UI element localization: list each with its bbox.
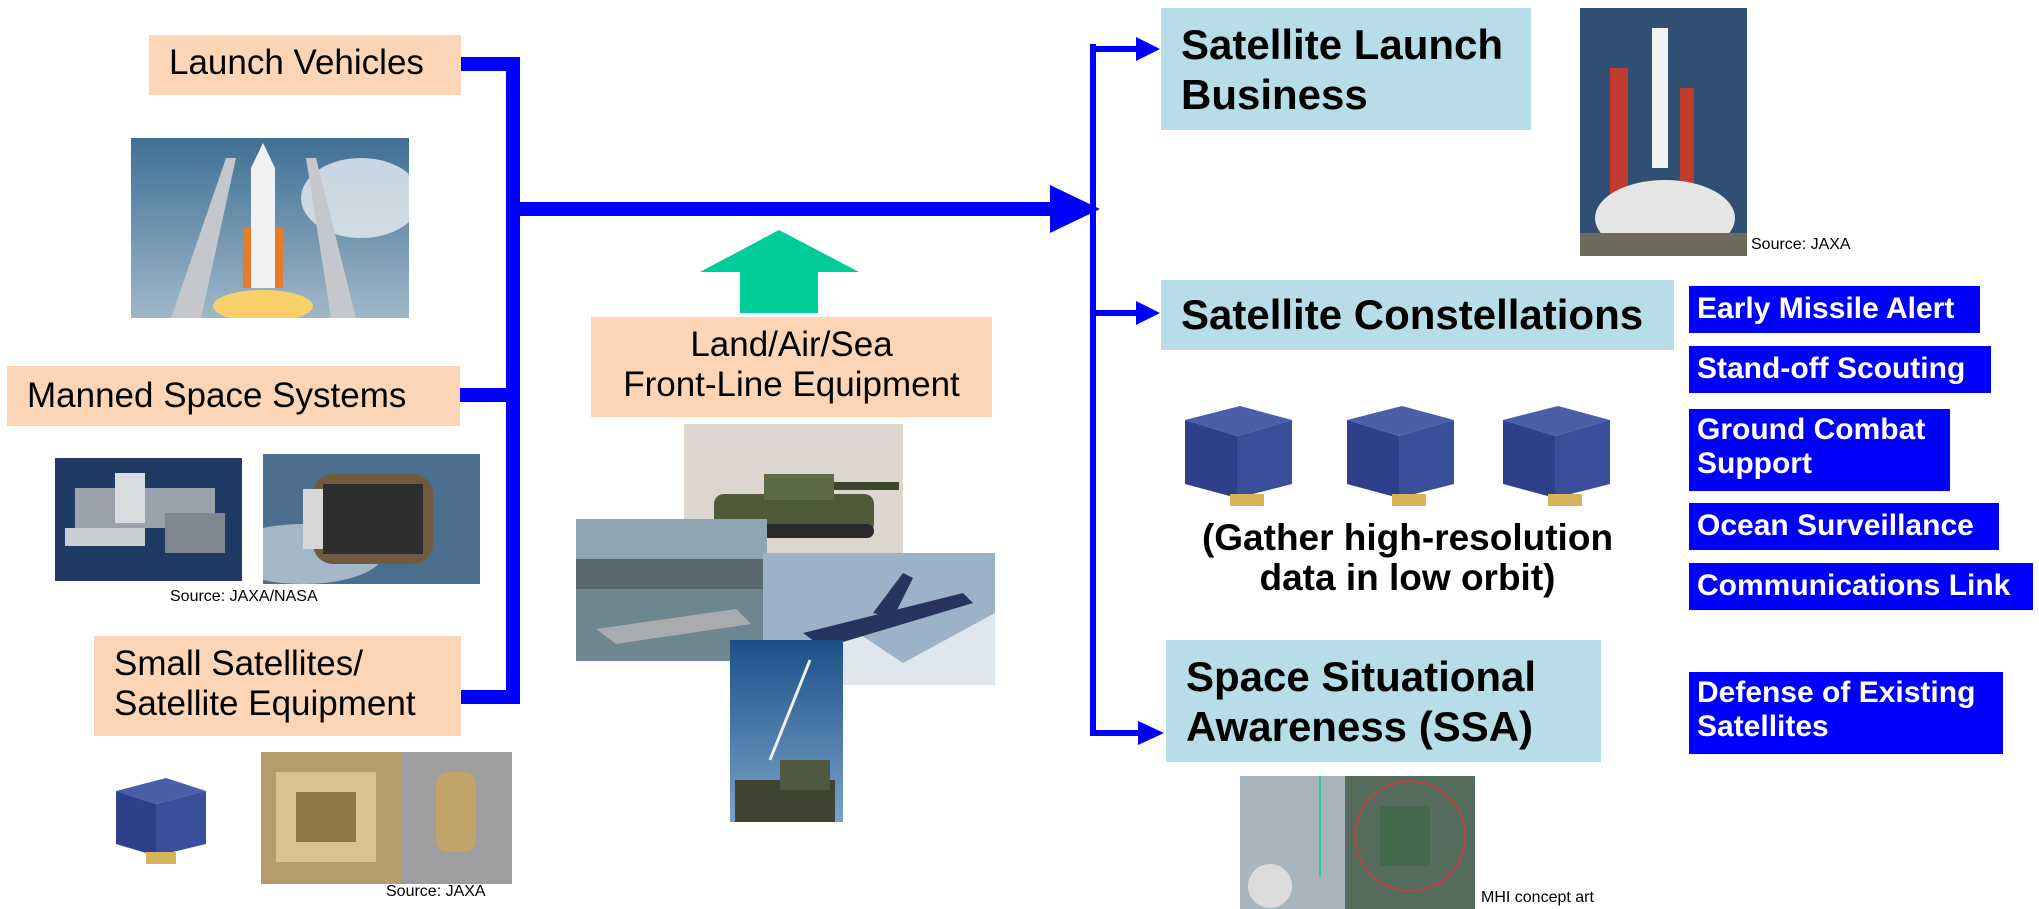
green-up-arrow: [700, 230, 859, 313]
ssa-box: Space Situational Awareness (SSA): [1166, 640, 1601, 762]
frontline-label-1: Land/Air/Sea: [690, 325, 893, 364]
satellite-icon: [1503, 406, 1610, 506]
defense-label-1: Defense of Existing: [1697, 676, 1976, 709]
satellite-icon: [1185, 406, 1292, 506]
launch-business-box: Satellite Launch Business: [1161, 8, 1531, 130]
ship-photo: [576, 519, 767, 661]
manned-source: Source: JAXA/NASA: [170, 588, 318, 605]
launch-vehicles-box: Launch Vehicles: [149, 35, 461, 95]
defense-label-2: Satellites: [1697, 710, 1829, 743]
main-arrow-head: [1050, 185, 1100, 233]
gather-label-1: (Gather high-resolution: [1201, 517, 1614, 558]
ssa-connector: [1090, 730, 1142, 736]
launch-vehicle-photo: [131, 138, 409, 318]
launch-business-label-1: Satellite Launch: [1181, 21, 1504, 68]
launch-vehicles-connector: [460, 57, 520, 71]
launch-source: Source: JAXA: [1751, 236, 1851, 253]
application-ocean: Ocean Surveillance: [1689, 503, 1999, 550]
small-satellite-icon: [106, 766, 218, 868]
rocket-launch-photo: [1580, 8, 1747, 256]
left-bracket-vertical: [506, 57, 520, 704]
ssa-arrowhead: [1138, 721, 1164, 745]
frontline-box: Land/Air/Sea Front-Line Equipment: [591, 317, 992, 417]
application-defense: Defense of Existing Satellites: [1689, 672, 2003, 754]
small-sat-connector: [460, 690, 520, 704]
ssa-label-1: Space Situational: [1186, 653, 1537, 700]
constellations-label: Satellite Constellations: [1181, 291, 1644, 338]
cargo-vehicle-photo: [263, 454, 480, 584]
satellite-equipment-photo: [261, 752, 512, 884]
manned-connector: [460, 388, 520, 402]
satellite-constellation-icons: [1180, 398, 1635, 508]
application-ground-combat: Ground Combat Support: [1689, 409, 1950, 491]
satellite-icon: [1347, 406, 1454, 506]
main-arrow-shaft: [513, 202, 1058, 216]
ssa-label-2: Awareness (SSA): [1186, 703, 1534, 750]
constellations-box: Satellite Constellations: [1161, 280, 1674, 350]
early-missile-label: Early Missile Alert: [1697, 292, 1955, 325]
frontline-label-2: Front-Line Equipment: [623, 365, 960, 404]
comms-label: Communications Link: [1697, 569, 2011, 602]
ssa-concept-art: [1240, 776, 1475, 909]
ocean-label: Ocean Surveillance: [1697, 509, 1974, 542]
application-comms: Communications Link: [1689, 563, 2033, 610]
launch-business-connector: [1090, 46, 1140, 52]
small-sat-label-1: Small Satellites/: [114, 644, 363, 683]
manned-space-box: Manned Space Systems: [7, 366, 460, 426]
gather-label-2: data in low orbit): [1259, 557, 1556, 598]
small-sat-source: Source: JAXA: [386, 883, 486, 900]
launch-business-label-2: Business: [1181, 71, 1368, 118]
right-bracket-vertical: [1090, 44, 1096, 736]
application-standoff: Stand-off Scouting: [1689, 346, 1991, 393]
space-station-photo: [55, 458, 242, 581]
constellations-arrowhead: [1136, 301, 1160, 325]
launch-business-arrowhead: [1136, 37, 1160, 61]
constellations-connector: [1090, 310, 1140, 316]
ground-combat-label-2: Support: [1697, 447, 1812, 480]
small-sat-box: Small Satellites/ Satellite Equipment: [94, 636, 461, 736]
small-sat-label-2: Satellite Equipment: [114, 684, 416, 723]
manned-space-label: Manned Space Systems: [27, 376, 407, 415]
standoff-label: Stand-off Scouting: [1697, 352, 1966, 385]
application-early-missile: Early Missile Alert: [1689, 286, 1980, 333]
missile-launcher-photo: [730, 640, 843, 822]
ground-combat-label-1: Ground Combat: [1697, 413, 1926, 446]
gather-caption: (Gather high-resolution data in low orbi…: [1160, 518, 1655, 598]
ssa-source: MHI concept art: [1481, 889, 1594, 906]
launch-vehicles-label: Launch Vehicles: [169, 43, 424, 82]
